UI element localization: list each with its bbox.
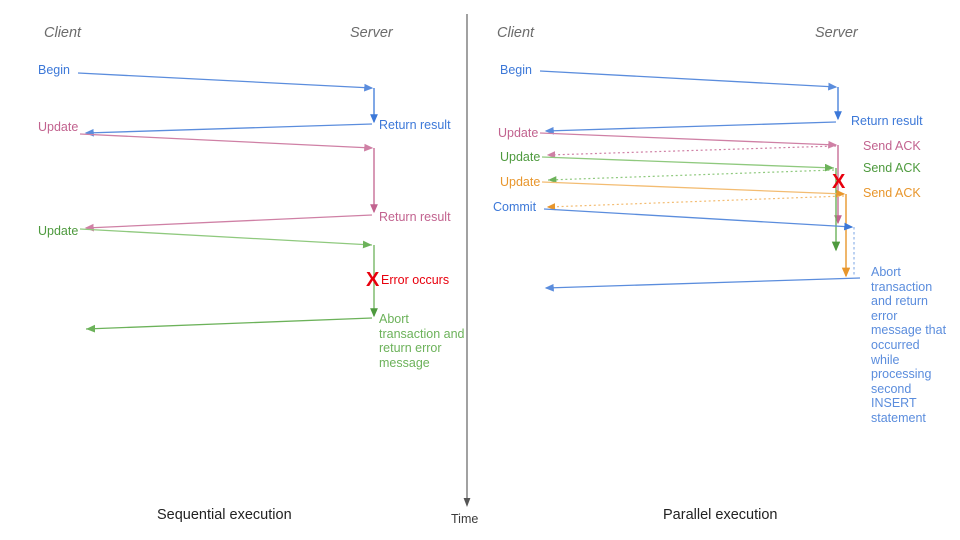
arrow-par-update-3 xyxy=(541,181,846,198)
label-par-abort-message: Abort transaction and return error messa… xyxy=(871,265,947,425)
arrow-par-return xyxy=(544,121,837,135)
arrow-seq-update-1 xyxy=(79,133,374,152)
label-par-begin: Begin xyxy=(500,63,532,77)
error-x-icon-parallel: X xyxy=(832,171,846,193)
seq-lane-server: Server xyxy=(350,25,393,41)
label-seq-update-1: Update xyxy=(38,120,79,134)
par-lane-client: Client xyxy=(497,25,535,41)
label-seq-return-result-2: Return result xyxy=(379,210,451,224)
arrow-par-update-1 xyxy=(539,132,838,149)
arrow-par-abort xyxy=(544,277,861,292)
arrow-seq-return-2 xyxy=(84,214,373,232)
label-seq-update-2: Update xyxy=(38,224,79,238)
time-axis-label: Time xyxy=(451,512,479,526)
arrow-par-ack-1 xyxy=(546,145,837,159)
arrow-par-ack-2 xyxy=(547,169,835,184)
caption-sequential-execution: Sequential execution xyxy=(157,507,292,523)
arrow-par-commit xyxy=(543,208,854,231)
par-lane-server: Server xyxy=(815,25,858,41)
label-par-return-result: Return result xyxy=(851,114,923,128)
arrow-seq-return-1 xyxy=(84,123,373,137)
label-par-send-ack-2: Send ACK xyxy=(863,161,921,175)
error-x-icon-sequential: X xyxy=(366,269,380,291)
arrow-par-ack-3 xyxy=(546,195,845,211)
arrow-par-update-2 xyxy=(541,156,835,172)
arrow-seq-abort xyxy=(85,317,373,333)
label-par-commit: Commit xyxy=(493,200,537,214)
arrow-seq-begin xyxy=(77,72,374,92)
arrow-par-begin xyxy=(539,70,838,91)
label-seq-abort-message: Abort transaction and return error messa… xyxy=(379,312,465,370)
label-seq-error-occurs: Error occurs xyxy=(381,273,450,287)
time-axis xyxy=(463,14,471,507)
label-seq-begin: Begin xyxy=(38,63,70,77)
label-par-update-1: Update xyxy=(498,126,539,140)
label-par-send-ack-3: Send ACK xyxy=(863,186,921,200)
arrow-seq-update-2 xyxy=(79,228,373,249)
label-par-send-ack-1: Send ACK xyxy=(863,139,921,153)
label-par-update-2: Update xyxy=(500,150,541,164)
seq-lane-client: Client xyxy=(44,25,82,41)
label-seq-return-result-1: Return result xyxy=(379,118,451,132)
label-par-update-3: Update xyxy=(500,175,541,189)
caption-parallel-execution: Parallel execution xyxy=(663,507,778,523)
